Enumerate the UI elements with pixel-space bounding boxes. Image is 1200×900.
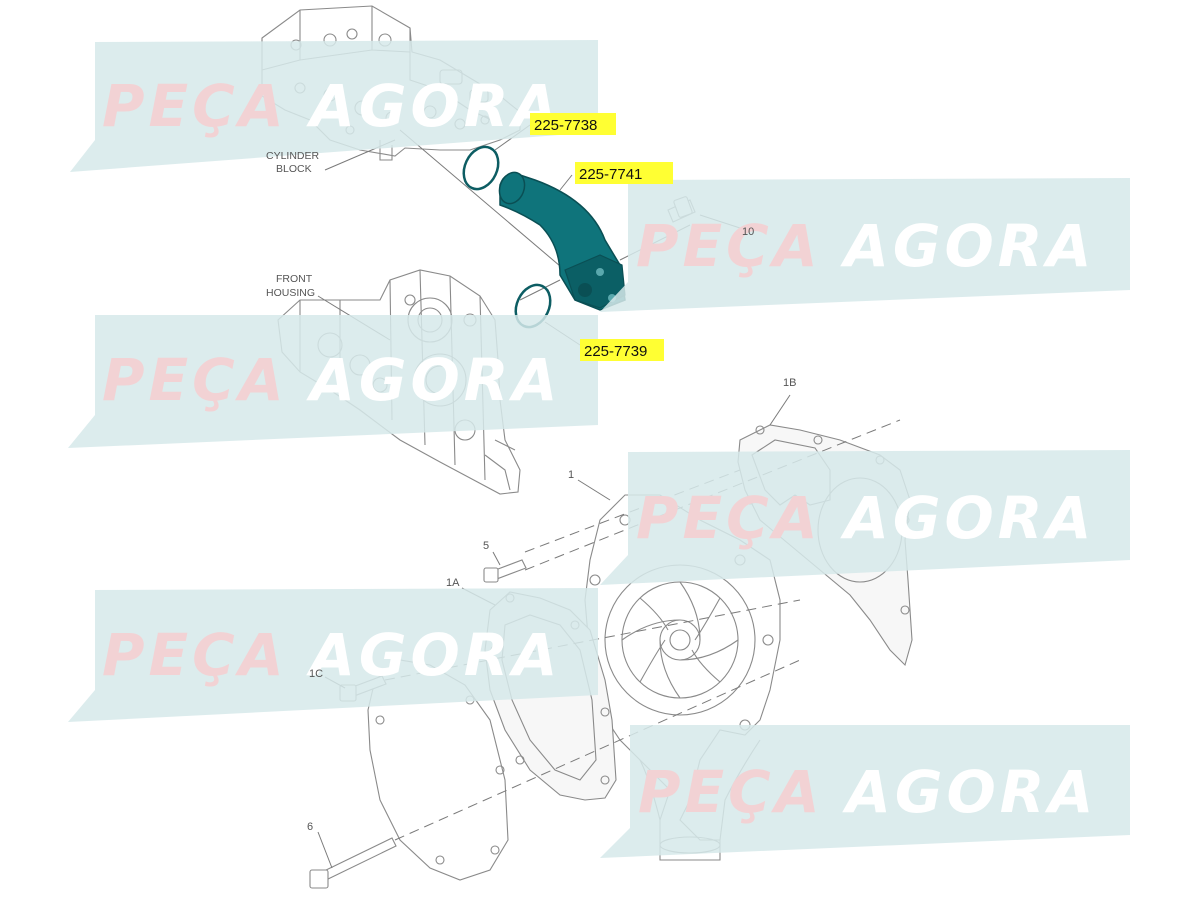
item-number-10: 10 bbox=[742, 226, 754, 238]
watermark-text-agora: AGORA bbox=[840, 212, 1095, 280]
watermark-4: PEÇA AGORA bbox=[600, 450, 1130, 585]
watermark-text-agora: AGORA bbox=[306, 621, 561, 689]
callout-tube: 225-7741 bbox=[575, 162, 673, 184]
watermark-2: PEÇA AGORA bbox=[600, 178, 1130, 312]
item-number-6: 6 bbox=[307, 821, 313, 833]
part-number-225-7738: 225-7738 bbox=[534, 117, 597, 134]
watermark-text-peca: PEÇA bbox=[102, 346, 288, 414]
item-number-5: 5 bbox=[483, 540, 489, 552]
watermark-text-peca: PEÇA bbox=[102, 72, 288, 140]
watermark-5: PEÇA AGORA bbox=[68, 588, 598, 722]
item-number-1b: 1B bbox=[783, 377, 796, 389]
part-number-225-7741: 225-7741 bbox=[579, 166, 642, 183]
item-number-1c: 1C bbox=[309, 668, 323, 680]
upper-o-ring bbox=[462, 145, 500, 191]
front-housing-label-line1: FRONT bbox=[276, 273, 313, 285]
cylinder-block-label-line1: CYLINDER bbox=[266, 150, 320, 162]
watermark-text-agora: AGORA bbox=[306, 346, 561, 414]
callout-upper-o-ring: 225-7738 bbox=[530, 113, 616, 135]
front-housing-label-line2: HOUSING bbox=[266, 287, 315, 299]
watermark-text-peca: PEÇA bbox=[102, 621, 288, 689]
callout-lower-o-ring: 225-7739 bbox=[580, 339, 664, 361]
watermark-text-peca: PEÇA bbox=[636, 484, 822, 552]
water-tube-part bbox=[498, 171, 626, 311]
cylinder-block-label-line2: BLOCK bbox=[276, 163, 312, 175]
watermark-1: PEÇA AGORA bbox=[70, 40, 598, 172]
item-number-1a: 1A bbox=[446, 577, 460, 589]
part-number-225-7739: 225-7739 bbox=[584, 343, 647, 360]
watermark-6: PEÇA AGORA bbox=[600, 725, 1130, 858]
watermark-text-agora: AGORA bbox=[840, 484, 1095, 552]
watermark-text-agora: AGORA bbox=[842, 758, 1097, 826]
watermark-text-peca: PEÇA bbox=[636, 212, 822, 280]
item-number-1: 1 bbox=[568, 469, 574, 481]
watermark-text-peca: PEÇA bbox=[638, 758, 824, 826]
watermark-3: PEÇA AGORA bbox=[68, 315, 598, 448]
watermark-text-agora: AGORA bbox=[306, 72, 561, 140]
